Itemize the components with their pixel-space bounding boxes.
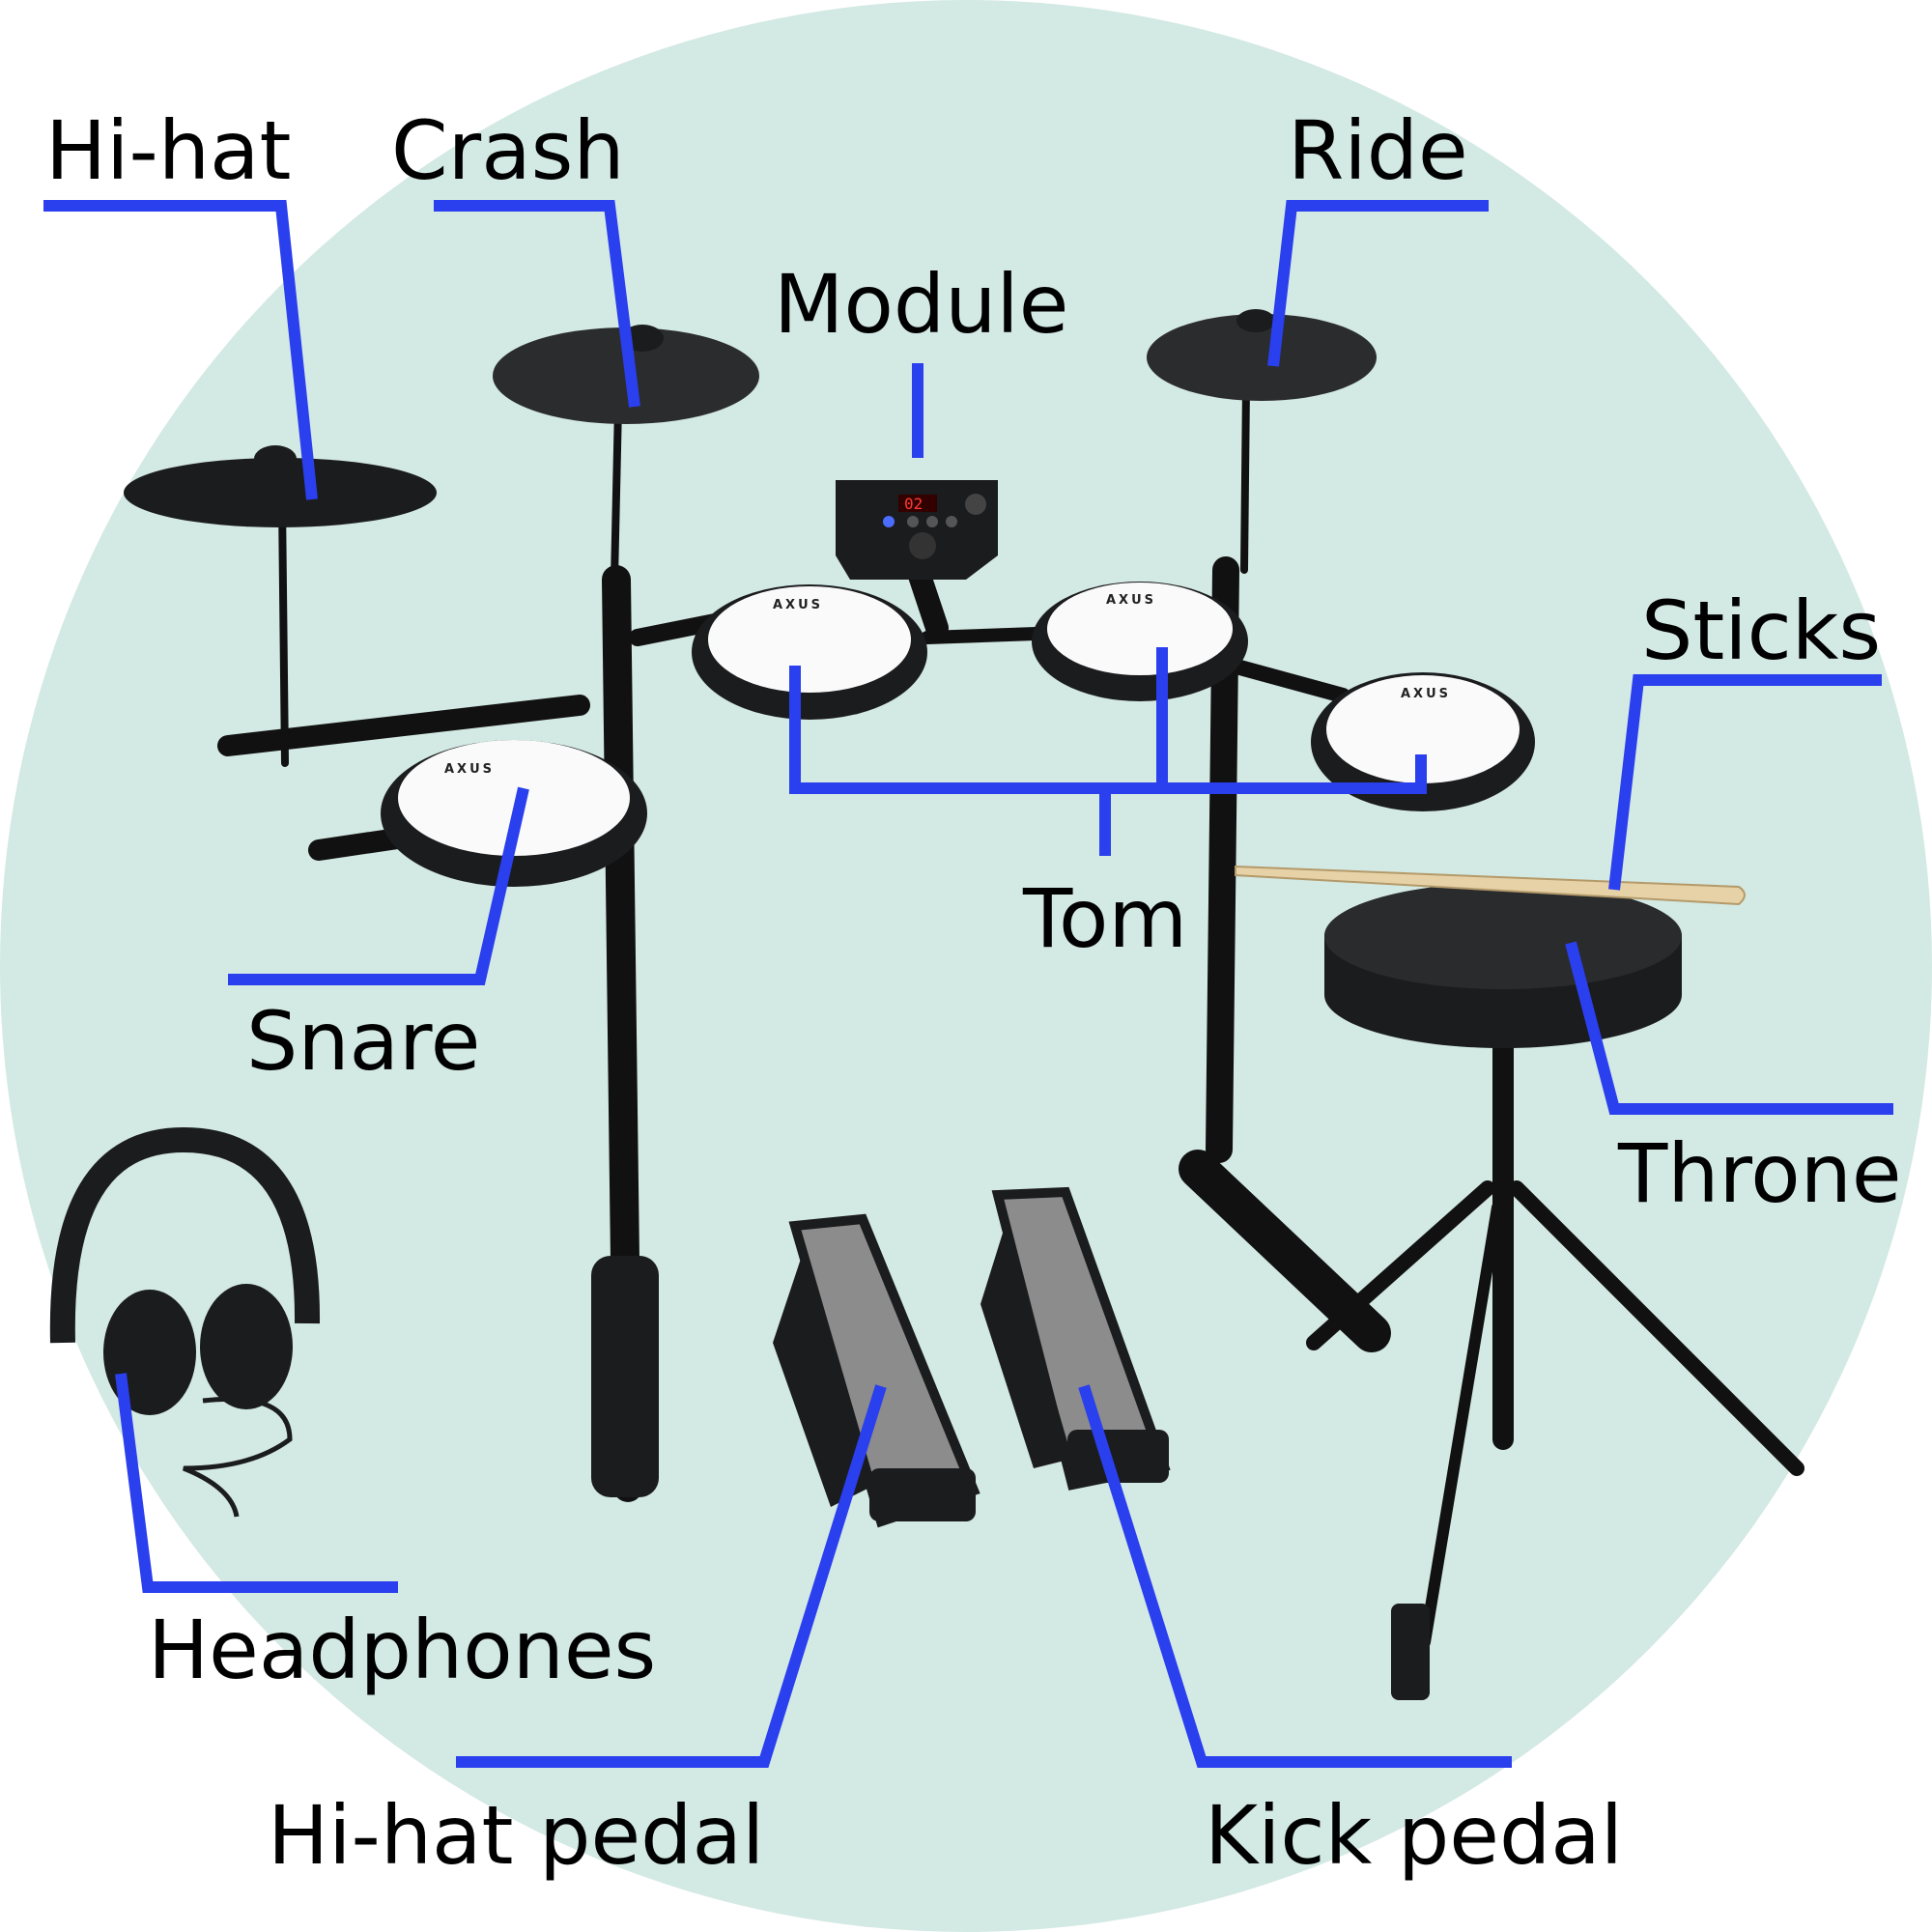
svg-text:AXUS: AXUS — [773, 598, 823, 612]
kick-pedal — [980, 1186, 1171, 1491]
drum-module: 02 — [836, 480, 998, 580]
tom-pad-1: AXUS — [692, 584, 927, 720]
headphones-leader — [115, 1373, 398, 1593]
label-crash: Crash — [391, 103, 625, 198]
crash-leader — [434, 200, 640, 408]
label-ride: Ride — [1288, 103, 1468, 198]
drum-throne — [1306, 883, 1804, 1700]
tom-pad-2: AXUS — [1032, 582, 1248, 701]
module-display: 02 — [904, 495, 923, 513]
hihat-cymbal — [124, 445, 437, 767]
label-hihat: Hi-hat — [45, 103, 291, 198]
sticks-leader — [1608, 674, 1882, 891]
ride-cymbal — [1147, 309, 1377, 574]
svg-text:AXUS: AXUS — [444, 762, 495, 777]
svg-text:AXUS: AXUS — [1106, 593, 1156, 608]
label-snare: Snare — [246, 994, 480, 1089]
label-module: Module — [774, 257, 1068, 352]
label-throne: Throne — [1617, 1126, 1902, 1221]
label-tom: Tom — [1022, 871, 1187, 966]
ride-leader — [1267, 200, 1489, 367]
hihat-leader — [43, 200, 318, 500]
hihat-pedal — [773, 1213, 980, 1528]
label-kick-pedal: Kick pedal — [1205, 1788, 1623, 1883]
tom-pad-3: AXUS — [1311, 672, 1535, 811]
svg-text:AXUS: AXUS — [1401, 687, 1451, 701]
label-hihat-pedal: Hi-hat pedal — [268, 1788, 764, 1883]
drum-sticks — [1235, 865, 1746, 906]
hihat-pedal-leader — [456, 1384, 887, 1768]
label-sticks: Sticks — [1641, 583, 1881, 678]
snare-leader — [228, 786, 529, 985]
label-headphones: Headphones — [148, 1603, 656, 1697]
kick-pedal-leader — [1078, 1384, 1512, 1768]
throne-leader — [1565, 941, 1893, 1115]
